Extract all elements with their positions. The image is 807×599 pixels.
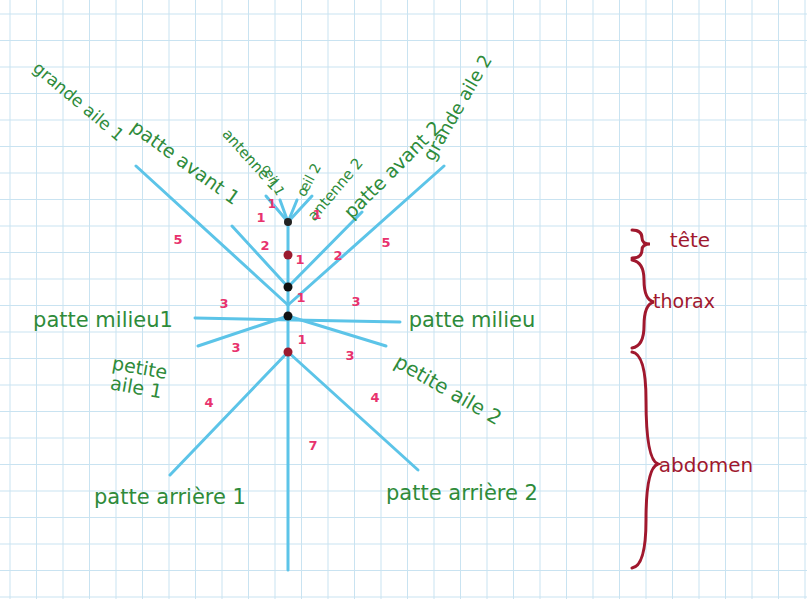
callout-number: 4 bbox=[204, 396, 213, 410]
joint-dots bbox=[284, 218, 293, 357]
part-name: patte milieu1 bbox=[33, 309, 173, 331]
callout-number: 3 bbox=[219, 297, 228, 311]
callout-number: 3 bbox=[345, 349, 354, 363]
callout-number: 2 bbox=[333, 249, 342, 263]
body-part: tête bbox=[670, 230, 710, 251]
callout-number: 4 bbox=[370, 391, 379, 405]
callout-number: 1 bbox=[268, 198, 276, 211]
part-name: petite aile 1 bbox=[95, 351, 181, 404]
part-name: patte arrière 1 bbox=[94, 486, 246, 508]
part-name: grande aile 1 bbox=[29, 59, 126, 145]
part-name: patte milieu bbox=[409, 309, 535, 331]
body-part: abdomen bbox=[659, 455, 753, 476]
callout-number: 1 bbox=[296, 291, 305, 305]
body-part: thorax bbox=[653, 292, 715, 312]
callout-number: 1 bbox=[297, 333, 306, 347]
callout-number: 3 bbox=[231, 341, 240, 355]
part-name: petite aile 2 bbox=[391, 351, 505, 429]
callout-number: 1 bbox=[295, 253, 304, 267]
part-name: patte arrière 2 bbox=[386, 482, 538, 504]
part-name: œil 2 bbox=[294, 161, 324, 199]
callout-number: 5 bbox=[381, 236, 390, 250]
callout-number: 1 bbox=[256, 211, 265, 225]
callout-number: 3 bbox=[351, 295, 360, 309]
part-name: grande aile 2 bbox=[420, 52, 496, 164]
callout-number: 2 bbox=[260, 239, 269, 253]
callout-number: 1 bbox=[312, 208, 321, 222]
callout-number: 7 bbox=[308, 439, 317, 453]
callout-number: 5 bbox=[173, 233, 182, 247]
body-brackets bbox=[632, 230, 658, 568]
